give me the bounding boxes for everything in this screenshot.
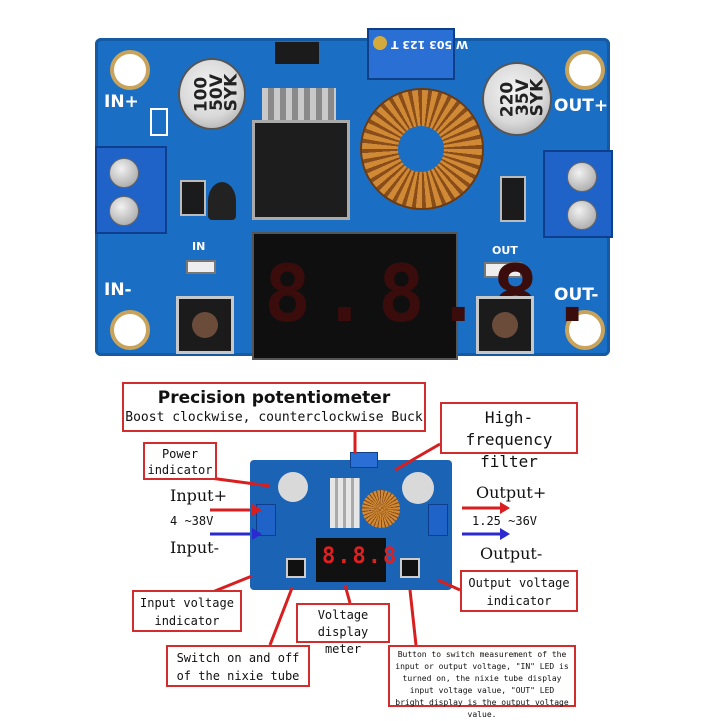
diode-left — [180, 180, 206, 216]
seven-segment-display: 8.8.8. — [252, 232, 596, 360]
text-output-minus: Output- — [480, 544, 543, 563]
in-minus-label: IN- — [104, 280, 132, 300]
voltage-switch-button[interactable] — [476, 296, 534, 354]
line-display — [343, 584, 352, 604]
header-pins — [275, 42, 319, 64]
in-led-label: IN — [192, 240, 206, 253]
label-voltage-display-meter: Voltage display meter — [296, 603, 390, 656]
in-plus-label: IN+ — [104, 92, 139, 112]
small-button-right — [400, 558, 420, 578]
line-switch — [268, 587, 294, 646]
input-plus-screw-icon[interactable] — [109, 158, 139, 188]
text-output-range: 1.25 ~36V — [472, 514, 538, 528]
mounting-hole-bottom-left — [110, 310, 150, 350]
output-terminal-block — [543, 150, 613, 238]
button-cap-icon — [192, 312, 218, 338]
small-inductor — [362, 490, 400, 528]
regulator-ic — [252, 120, 350, 220]
output-capacitor: 220 35V SYK — [482, 62, 552, 136]
line-output-indicator — [437, 578, 461, 592]
arrow-output-minus-head — [500, 528, 510, 540]
silk-outline-small — [150, 108, 168, 136]
small-button-left — [286, 558, 306, 578]
line-hf-filter — [394, 442, 441, 472]
line-power-indicator — [209, 476, 271, 488]
small-potentiometer — [350, 452, 378, 468]
input-terminal-block — [95, 146, 167, 234]
diode-right — [500, 176, 526, 222]
text-output-plus: Output+ — [476, 483, 547, 502]
inductor-core-hole — [398, 126, 444, 172]
small-input-capacitor — [278, 472, 308, 502]
label-button-description: Button to switch measurement of the inpu… — [388, 645, 576, 719]
small-input-terminal — [256, 504, 276, 536]
out-led-label: OUT — [492, 244, 518, 257]
display-power-button[interactable] — [176, 296, 234, 354]
text-input-range: 4 ~38V — [170, 514, 214, 528]
small-display: 8.8.8. — [316, 538, 411, 582]
regulator-pins — [262, 88, 336, 122]
potentiometer-screw-icon[interactable] — [373, 36, 387, 50]
precision-potentiometer[interactable]: W 503 123 T — [367, 28, 468, 80]
small-output-terminal — [428, 504, 448, 536]
label-input-voltage-indicator: Input voltage indicator — [132, 590, 242, 632]
line-button — [408, 589, 418, 646]
arrow-input-minus-head — [252, 528, 262, 540]
potentiometer-title: Precision potentiometer — [157, 388, 391, 408]
small-display-digits: 8.8.8. — [322, 544, 414, 569]
mounting-hole-top-right — [565, 50, 605, 90]
label-output-voltage-indicator: Output voltage indicator — [460, 570, 578, 612]
arrow-input-plus-head — [252, 504, 262, 516]
out-plus-label: OUT+ — [554, 96, 609, 116]
text-input-minus: Input- — [170, 538, 220, 557]
text-input-plus: Input+ — [170, 486, 228, 505]
display-digits: 8.8.8. — [264, 250, 606, 340]
button-cap-icon — [492, 312, 518, 338]
mounting-hole-top-left — [110, 50, 150, 90]
label-hf-filter: High-frequency filter — [440, 402, 578, 471]
in-led — [186, 260, 216, 274]
arrow-output-plus-head — [500, 502, 510, 514]
input-minus-screw-icon[interactable] — [109, 196, 139, 226]
label-switch-nixie-tube: Switch on and off of the nixie tube — [166, 645, 310, 687]
small-pcb-photo: 8.8.8. — [250, 452, 452, 590]
label-power-indicator: Power indicator — [143, 442, 217, 480]
input-capacitor: 100 50V SYK — [178, 58, 246, 130]
transistor — [208, 182, 236, 220]
out-led — [484, 262, 522, 278]
potentiometer-subtitle: Boost clockwise, counterclockwise Buck — [125, 410, 423, 425]
mounting-hole-bottom-right — [565, 310, 605, 350]
small-output-capacitor — [402, 472, 434, 504]
small-heatsink — [330, 478, 360, 528]
toroidal-inductor — [362, 90, 482, 208]
label-precision-potentiometer: Precision potentiometer Boost clockwise,… — [122, 382, 426, 432]
out-minus-label: OUT- — [554, 285, 599, 305]
output-minus-screw-icon[interactable] — [567, 200, 597, 230]
output-plus-screw-icon[interactable] — [567, 162, 597, 192]
